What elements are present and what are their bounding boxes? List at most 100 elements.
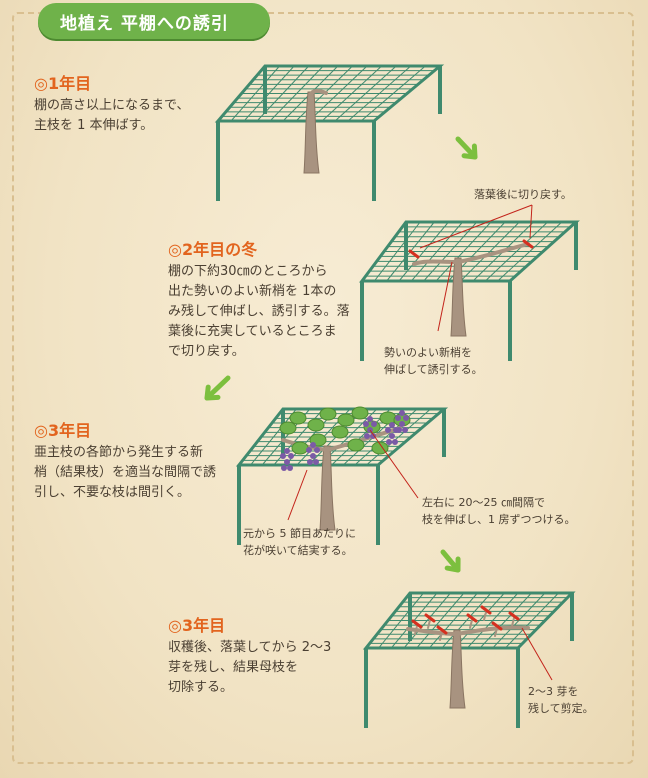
- grape-berry: [399, 421, 405, 427]
- arrow-shaft: [204, 375, 231, 401]
- vine-trunk: [449, 629, 466, 709]
- grape-cluster: [395, 410, 409, 433]
- grape-berry: [392, 439, 398, 445]
- leader-line: [521, 627, 553, 681]
- grape-berry: [403, 415, 409, 421]
- progress-arrow: [440, 549, 461, 573]
- grape-leaf: [307, 418, 325, 432]
- grape-berry: [314, 447, 320, 453]
- step2-note-shoot: 勢いのよい新梢を 伸ばして誘引する。: [384, 346, 483, 376]
- grape-berry: [284, 448, 290, 454]
- trellis-grid-line: [504, 592, 559, 649]
- cut-mark: [411, 619, 423, 629]
- leader-line: [437, 261, 453, 332]
- trellis-grid: [217, 65, 441, 122]
- vine-branch: [469, 619, 473, 629]
- grape-leaf: [337, 413, 355, 427]
- grape-berry: [389, 422, 395, 428]
- grape-leaf: [371, 441, 389, 455]
- vine-branch: [309, 89, 328, 98]
- grape-berry: [395, 415, 401, 421]
- grape-cluster: [280, 448, 294, 471]
- grape-leaf: [289, 411, 307, 425]
- grape-berry: [288, 453, 294, 459]
- grape-berry: [389, 433, 395, 439]
- grape-berry: [310, 453, 316, 459]
- trellis-year3-after-harvest: [362, 591, 576, 728]
- step3-body: 亜主枝の各節から発生する新 梢（結果枝）を適当な間隔で誘 引し、不要な枝は間引く…: [34, 445, 217, 500]
- grape-cluster: [306, 442, 320, 465]
- trellis-year1: [214, 64, 445, 201]
- grape-leaf: [347, 438, 365, 452]
- trellis-year2-winter: [359, 220, 580, 361]
- grape-berry: [287, 465, 293, 471]
- vine-branch: [412, 259, 460, 266]
- arrow-head: [444, 556, 461, 573]
- step2-note-cutback: 落葉後に切り戻す。: [474, 188, 572, 201]
- leader-line: [419, 204, 533, 249]
- progress-arrows: [204, 136, 478, 573]
- progress-arrow: [455, 136, 478, 160]
- step3-note-flower: 元から 5 節目あたりに 花が咲いて結実する。: [243, 527, 356, 557]
- trellis-year3: [235, 406, 449, 545]
- vine-branch: [494, 627, 498, 637]
- step4-heading: ◎3年目: [168, 616, 226, 635]
- vine-trunk: [450, 257, 467, 337]
- trellis-grid-line: [360, 65, 426, 122]
- step1-body: 棚の高さ以上になるまで、 主枝を 1 本伸ばす。: [34, 98, 190, 133]
- cut-mark: [522, 239, 534, 249]
- page-title: 地植え 平棚への誘引: [60, 14, 229, 34]
- step4-body: 収穫後、落葉してから 2～3 芽を残し、結果母枝を 切除する。: [168, 640, 332, 695]
- trellis-grid-line: [497, 221, 563, 282]
- cut-mark: [436, 625, 448, 635]
- grape-berry: [402, 427, 408, 433]
- grape-berry: [386, 439, 392, 445]
- grape-leaf: [379, 411, 397, 425]
- grape-berry: [364, 433, 370, 439]
- step2-body: 棚の下約30㎝のところから 出た勢いのよい新梢を 1本の み残して伸ばし、誘引す…: [168, 264, 350, 359]
- progress-arrow: [204, 375, 231, 401]
- grape-berry: [313, 459, 319, 465]
- grape-berry: [281, 465, 287, 471]
- grape-berry: [399, 410, 405, 416]
- cut-mark: [424, 613, 436, 623]
- arrow-shaft: [440, 549, 461, 573]
- vine-branch: [483, 611, 487, 621]
- grape-berry: [363, 421, 369, 427]
- vine-branch: [456, 242, 530, 264]
- decorative-frame: [12, 12, 634, 764]
- cut-mark: [466, 613, 478, 623]
- arrow-shaft: [455, 136, 478, 160]
- vine-branch: [455, 625, 530, 636]
- grape-berry: [371, 421, 377, 427]
- grape-berry: [310, 442, 316, 448]
- grape-berry: [284, 459, 290, 465]
- vine-branch: [414, 625, 418, 635]
- grape-leaf: [291, 441, 309, 455]
- grape-berry: [280, 453, 286, 459]
- title-tab: [38, 3, 270, 39]
- grape-berry: [307, 459, 313, 465]
- leader-line: [529, 204, 533, 239]
- vine-branch: [511, 617, 515, 627]
- leader-line: [287, 469, 308, 521]
- grape-berry: [367, 416, 373, 422]
- step2-heading: ◎2年目の冬: [168, 240, 258, 259]
- step3-heading: ◎3年目: [34, 421, 92, 440]
- grape-berry: [385, 427, 391, 433]
- annotation-leader-lines: [287, 204, 553, 681]
- step4-note-prune: 2～3 芽を 残して剪定。: [528, 685, 594, 715]
- cut-mark: [480, 605, 492, 615]
- grape-berry: [370, 433, 376, 439]
- cut-mark: [508, 611, 520, 621]
- grape-leaf: [331, 425, 349, 439]
- cut-mark: [408, 249, 420, 259]
- vine-branch: [427, 619, 431, 629]
- vine-trunk: [303, 91, 320, 174]
- vine-branch: [439, 631, 443, 641]
- leader-line: [369, 429, 419, 499]
- arrow-head: [204, 384, 221, 401]
- grape-leaf: [279, 421, 297, 435]
